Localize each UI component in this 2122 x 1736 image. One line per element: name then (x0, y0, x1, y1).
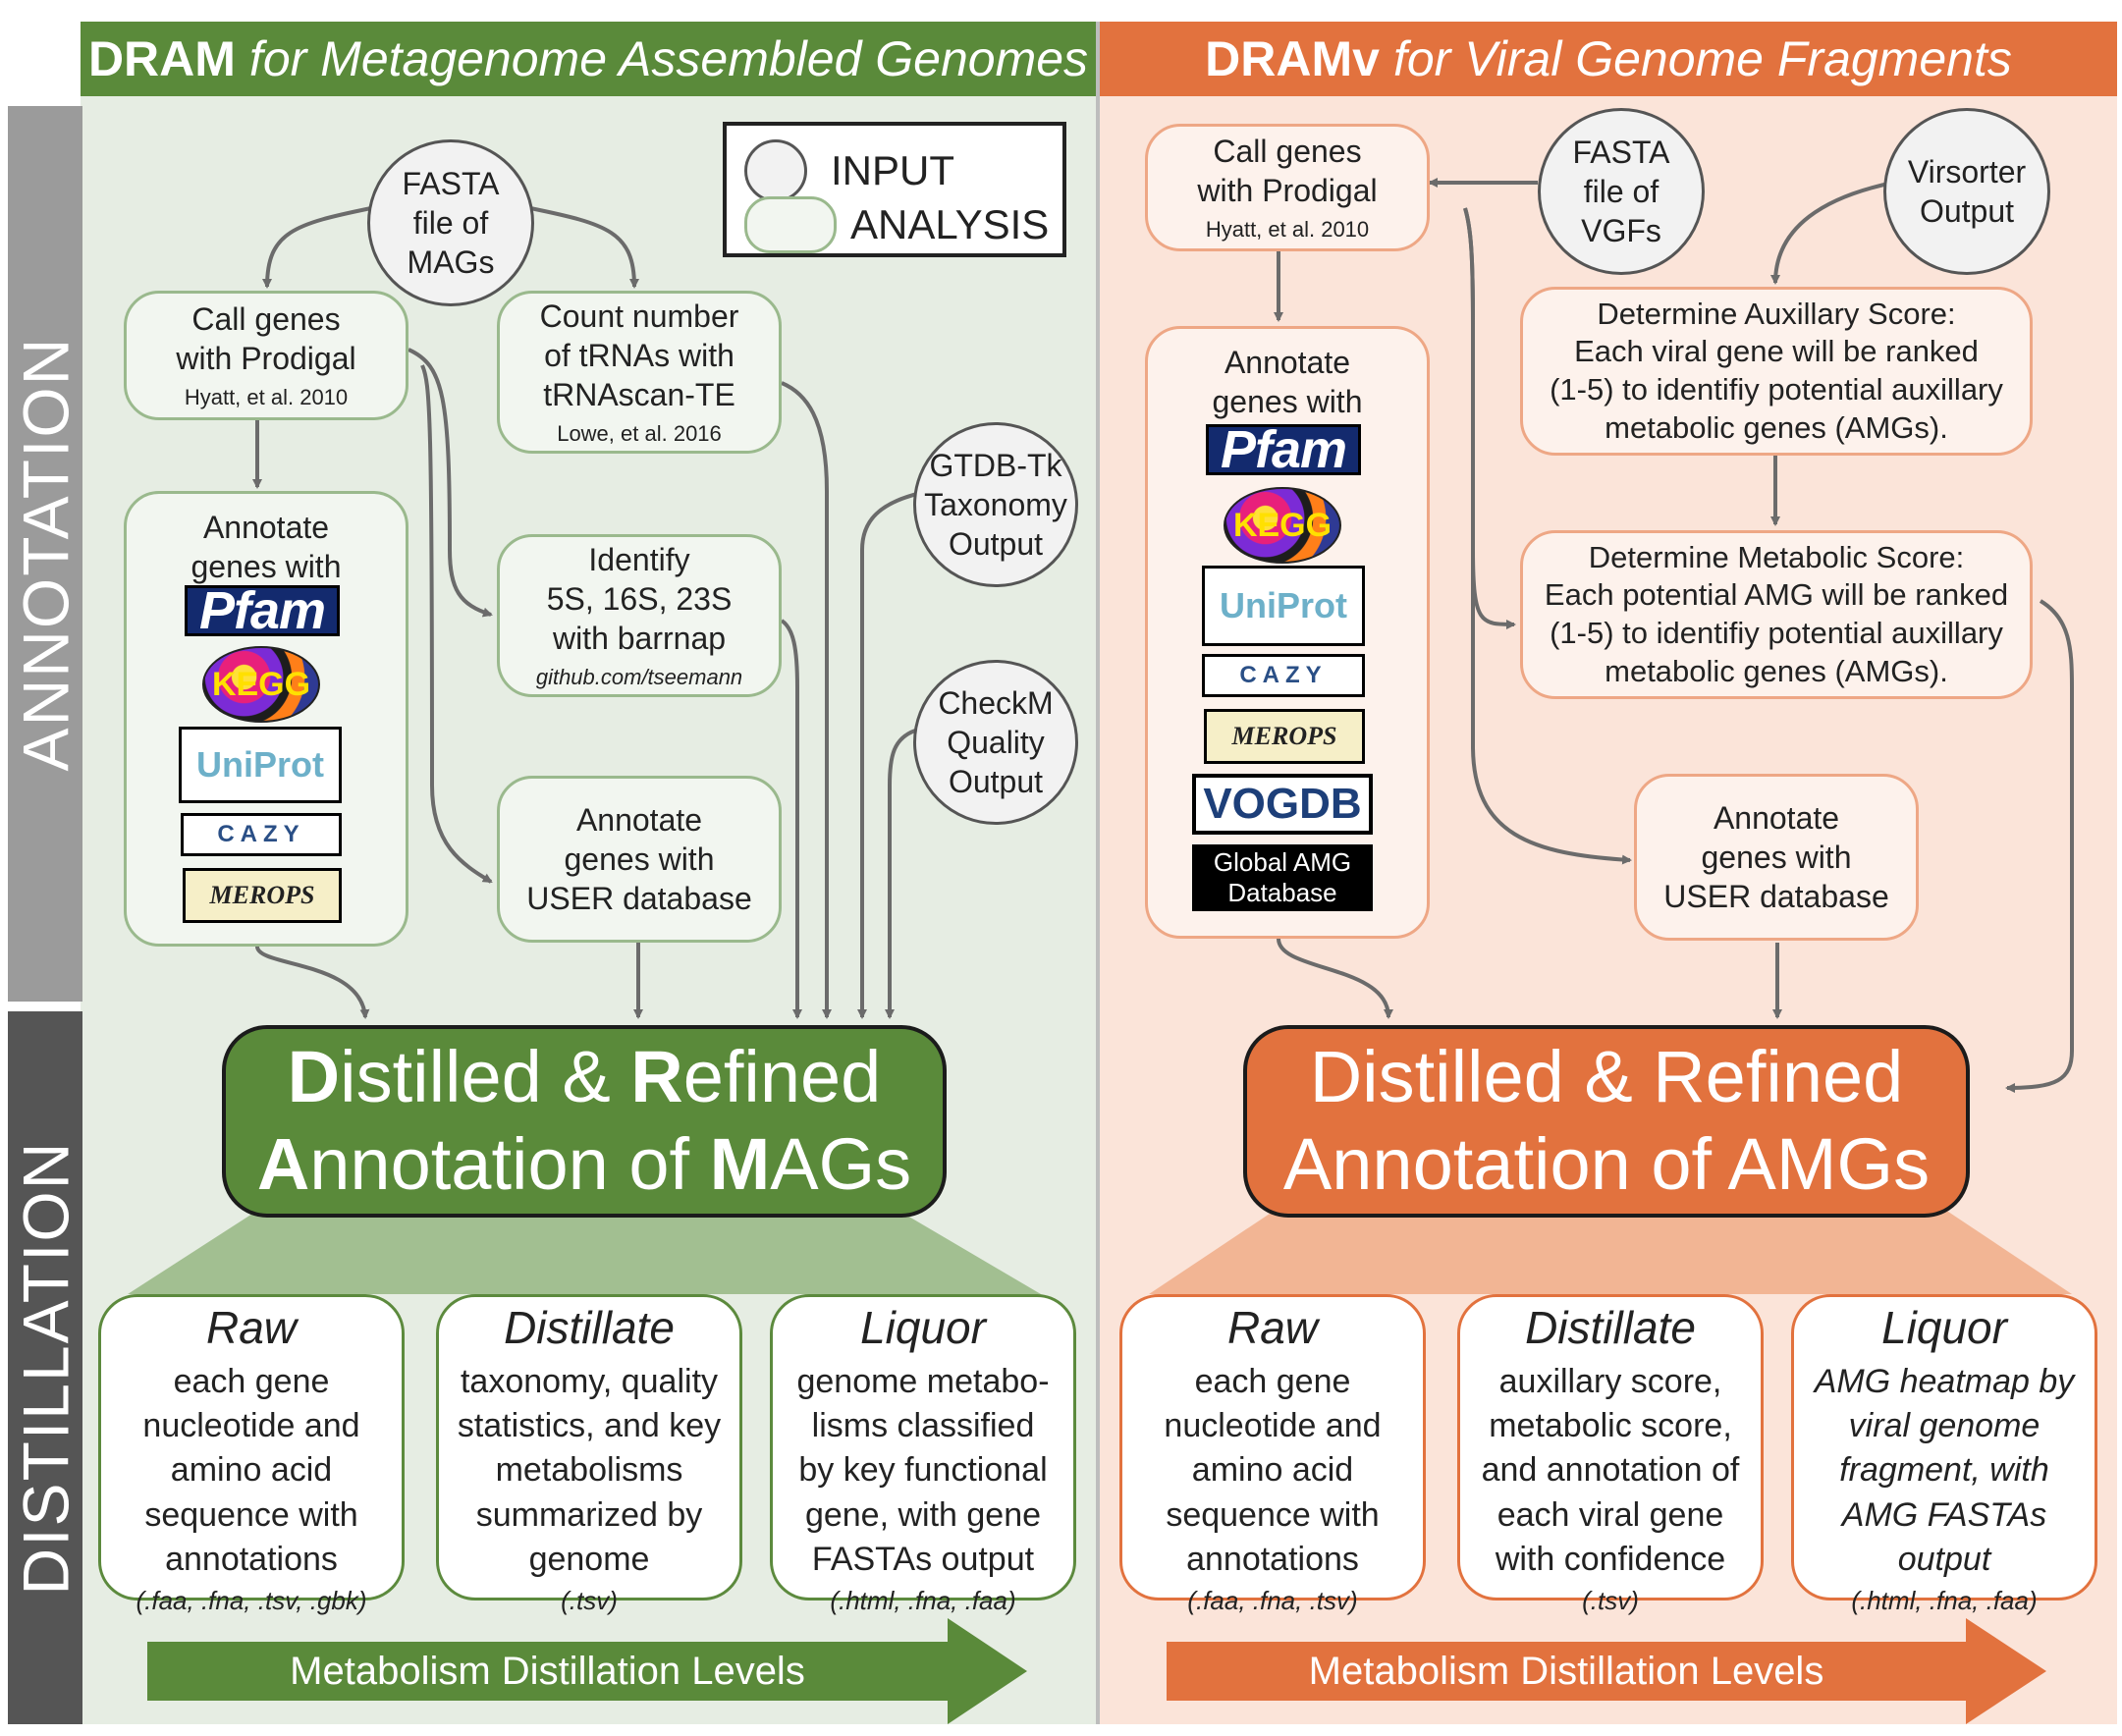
wire-trna-to-distilled (781, 381, 832, 1019)
wire-annotate-to-distilled (255, 946, 370, 1019)
dramv-distillate-tier: Distillate auxillary score, metabolic sc… (1457, 1294, 1764, 1615)
dramv-header-italic: for Viral Genome Fragments (1392, 31, 2012, 86)
dram-raw-tier: Raw each gene nucleotide and amino acid … (98, 1294, 405, 1615)
dram-distillation-arrow (147, 1618, 1027, 1724)
input-circle-icon (744, 139, 807, 202)
dramv-trapezoid (1149, 1196, 2072, 1294)
wire-met-to-vdistilled (2005, 599, 2074, 1093)
wire-checkm-to-distilled (885, 729, 916, 1019)
legend-analysis: ANALYSIS (744, 196, 1049, 253)
wire-callgenes-to-userdb (420, 364, 493, 884)
distilled-mags: Distilled & Refined Annotation of MAGs (222, 1025, 947, 1218)
wire-vfasta-to-userdb (1463, 207, 1632, 865)
cazy-logo: CAZY (1202, 654, 1365, 697)
kegg-logo: KEGG (202, 646, 320, 723)
citation: Lowe, et al. 2016 (557, 421, 722, 447)
annotation-sidebar: ANNOTATION (8, 106, 82, 1002)
dramv-distillation-arrow-label: Metabolism Distillation Levels (1308, 1649, 1824, 1693)
vogdb-logo: VOGDB (1192, 774, 1373, 835)
uniprot-logo: UniProt (1202, 566, 1365, 646)
wire-fasta-to-callgenes (262, 206, 372, 289)
dramv-liquor-tier: Liquor AMG heatmap by viral genome fragm… (1791, 1294, 2097, 1615)
panel-divider (1096, 22, 1100, 1724)
auxillary-score: Determine Auxillary Score:Each viral gen… (1520, 287, 2033, 456)
citation: Hyatt, et al. 2010 (1205, 217, 1370, 243)
legend: INPUT ANALYSIS (723, 122, 1066, 257)
distillation-sidebar: DISTILLATION (8, 1011, 82, 1724)
wire-virsorter-to-aux (1770, 181, 1894, 285)
merops-logo: MEROPS (1204, 709, 1365, 764)
dramv-header-bold: DRAMv (1205, 31, 1380, 86)
citation: Hyatt, et al. 2010 (184, 385, 349, 410)
dram-distillate-tier: Distillate taxonomy, quality statistics,… (436, 1294, 742, 1615)
dram-header-bold: DRAM (87, 31, 236, 86)
pfam-logo: Pfam (185, 581, 340, 640)
wire-callgenes-to-rrna (408, 348, 493, 618)
cazy-logo: CAZY (181, 813, 342, 856)
metabolic-score: Determine Metabolic Score:Each potential… (1520, 530, 2033, 699)
wire-vannotate-to-distilled (1277, 938, 1393, 1019)
citation: github.com/tseemann (535, 665, 743, 690)
analysis-box-icon (744, 196, 837, 253)
kegg-logo: KEGG (1224, 487, 1341, 564)
wire-rrna-to-distilled (780, 619, 802, 1019)
dramv-distillation-arrow (1167, 1618, 2046, 1724)
pfam-logo: Pfam (1206, 420, 1361, 479)
dram-liquor-tier: Liquor genome metabo- lisms classified b… (770, 1294, 1076, 1615)
legend-input: INPUT (744, 139, 954, 202)
merops-logo: MEROPS (183, 868, 342, 923)
uniprot-logo: UniProt (179, 727, 342, 803)
dram-trapezoid (128, 1196, 1041, 1294)
dram-distillation-arrow-label: Metabolism Distillation Levels (290, 1649, 805, 1693)
wire-fasta-to-trna (529, 206, 639, 289)
dram-header-italic: for Metagenome Assembled Genomes (248, 31, 1089, 86)
dramv-raw-tier: Raw each gene nucleotide and amino acid … (1119, 1294, 1426, 1615)
wire-gtdb-to-distilled (857, 491, 922, 1019)
distilled-amgs: Distilled & Refined Annotation of AMGs (1243, 1025, 1970, 1218)
